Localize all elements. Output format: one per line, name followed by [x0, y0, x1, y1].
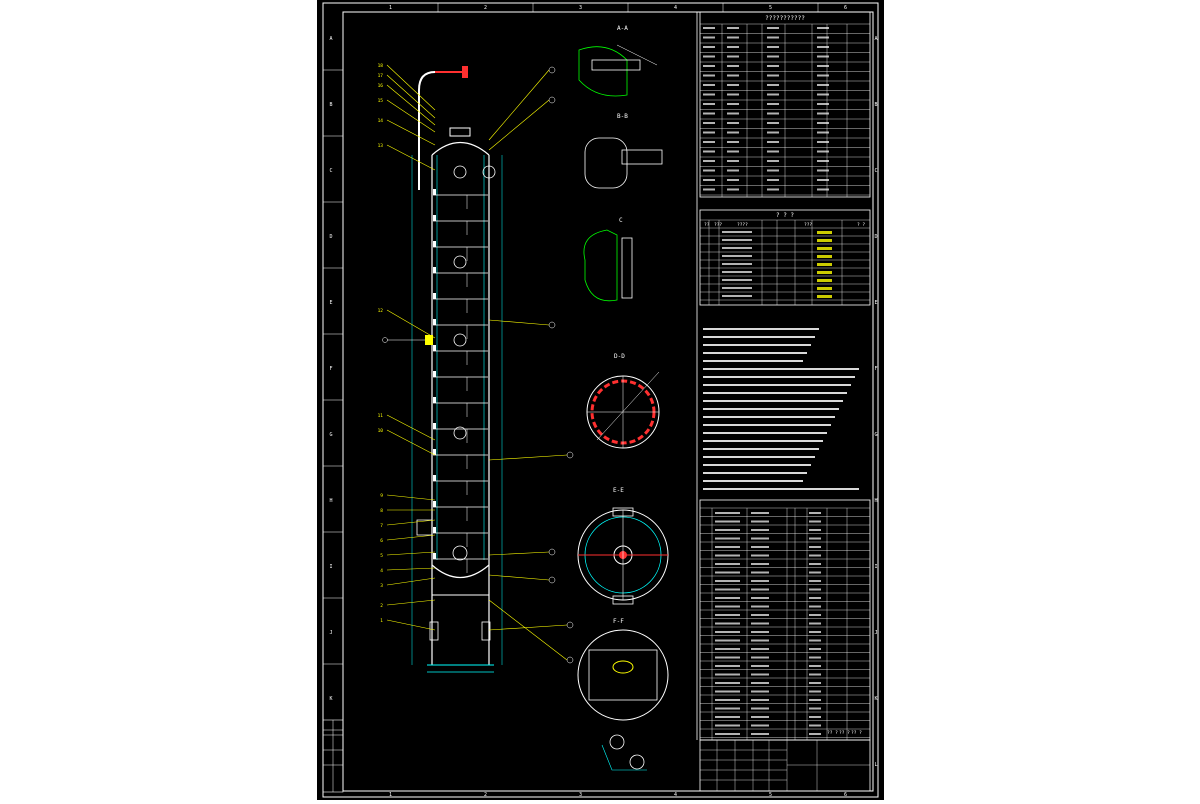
- title-block: [700, 740, 870, 791]
- zone-letters-right: A B C D E F G H I J K L: [874, 36, 877, 768]
- zone-letter-left: J: [329, 630, 332, 636]
- nozzle-table-header-cell: ? ?: [857, 222, 865, 228]
- zone-letter-right: H: [874, 498, 877, 504]
- zone-number-bottom: 3: [579, 792, 582, 798]
- callout-number: 12: [378, 308, 384, 314]
- detail-views: A-A B-B C D-D E-E: [577, 25, 669, 771]
- zone-number-top: 5: [769, 5, 772, 11]
- parts-mark: ?? ?: [839, 730, 850, 736]
- zone-letter-right: E: [874, 300, 877, 306]
- callout-number: 8: [380, 508, 383, 514]
- nozzle-table-header-cell: ???: [714, 222, 722, 228]
- tech-data-header: ???????????: [765, 15, 805, 22]
- callout-number: 13: [378, 143, 384, 149]
- parts-list-table: ?? ??? ??? ?: [700, 507, 870, 740]
- nozzle-table: ???????????? ? ?: [700, 219, 870, 305]
- zone-letter-left: F: [329, 366, 332, 372]
- callout-number: 6: [380, 538, 383, 544]
- zone-letter-right: K: [874, 696, 877, 702]
- callout-number: 9: [380, 493, 383, 499]
- nozzle-table-header-cell: ??: [704, 222, 710, 228]
- svg-text:D-D: D-D: [614, 353, 625, 360]
- zone-number-bottom: 6: [844, 792, 847, 798]
- nozzle-table-header: ? ? ?: [776, 212, 794, 219]
- zone-letter-left: B: [329, 102, 332, 108]
- zone-letter-left: E: [329, 300, 332, 306]
- title-block-area: ??????????? ? ? ? ????????????? ? ?? ???…: [696, 11, 871, 792]
- zone-letter-left: C: [329, 168, 332, 174]
- zone-number-top: 2: [484, 5, 487, 11]
- technical-data-table: [700, 23, 870, 197]
- svg-text:B-B: B-B: [617, 113, 628, 120]
- nozzle-table-header-cell: ???: [804, 222, 812, 228]
- zone-number-top: 6: [844, 5, 847, 11]
- distillation-column-elevation: [411, 66, 503, 673]
- left-sign-block: [322, 719, 344, 793]
- svg-text:F-F: F-F: [613, 618, 624, 625]
- zone-letter-right: J: [874, 630, 877, 636]
- callout-number: 1: [380, 618, 383, 624]
- callout-number: 15: [378, 98, 384, 104]
- callout-number: 16: [378, 83, 384, 89]
- zone-letter-left: H: [329, 498, 332, 504]
- callout-number: 7: [380, 523, 383, 529]
- zone-letter-left: A: [329, 36, 332, 42]
- technical-notes: [703, 328, 859, 490]
- zone-letter-left: G: [329, 432, 332, 438]
- zone-number-top: 1: [389, 5, 392, 11]
- callout-number: 10: [378, 428, 384, 434]
- parts-mark: ?? ?: [851, 730, 862, 736]
- zone-letter-right: L: [874, 762, 877, 768]
- zone-number-top: 3: [579, 5, 582, 11]
- callout-number: 18: [378, 63, 384, 69]
- callout-number: 17: [378, 73, 384, 79]
- svg-text:E-E: E-E: [613, 487, 624, 494]
- callout-number: 3: [380, 583, 383, 589]
- zone-numbers-bottom: 1 2 3 4 5 6: [389, 792, 847, 798]
- zone-letter-right: A: [874, 36, 877, 42]
- zone-letter-right: G: [874, 432, 877, 438]
- zone-letter-left: K: [329, 696, 332, 702]
- zone-letters-left: A B C D E F G H I J K: [323, 36, 343, 731]
- callout-number: 5: [380, 553, 383, 559]
- zone-letter-right: D: [874, 234, 877, 240]
- column-trays: [433, 189, 488, 573]
- zone-number-bottom: 2: [484, 792, 487, 798]
- zone-letter-right: F: [874, 366, 877, 372]
- svg-text:C: C: [619, 217, 623, 224]
- zone-number-top: 4: [674, 5, 677, 11]
- svg-text:A-A: A-A: [617, 25, 628, 32]
- zone-number-bottom: 1: [389, 792, 392, 798]
- nozzle-table-header-cell: ????: [737, 222, 748, 228]
- callout-number: 11: [378, 413, 384, 419]
- zone-letter-right: C: [874, 168, 877, 174]
- zone-letter-left: D: [329, 234, 332, 240]
- zone-letter-right: B: [874, 102, 877, 108]
- zone-letter-right: I: [874, 564, 877, 570]
- zone-letter-left: I: [329, 564, 332, 570]
- zone-number-bottom: 4: [674, 792, 677, 798]
- parts-mark: ?? ?: [827, 730, 838, 736]
- callout-number: 2: [380, 603, 383, 609]
- callout-number: 4: [380, 568, 383, 574]
- zone-numbers-top: 1 2 3 4 5 6: [389, 3, 847, 12]
- inner-frame: [342, 11, 874, 792]
- callout-number: 14: [378, 118, 384, 124]
- zone-number-bottom: 5: [769, 792, 772, 798]
